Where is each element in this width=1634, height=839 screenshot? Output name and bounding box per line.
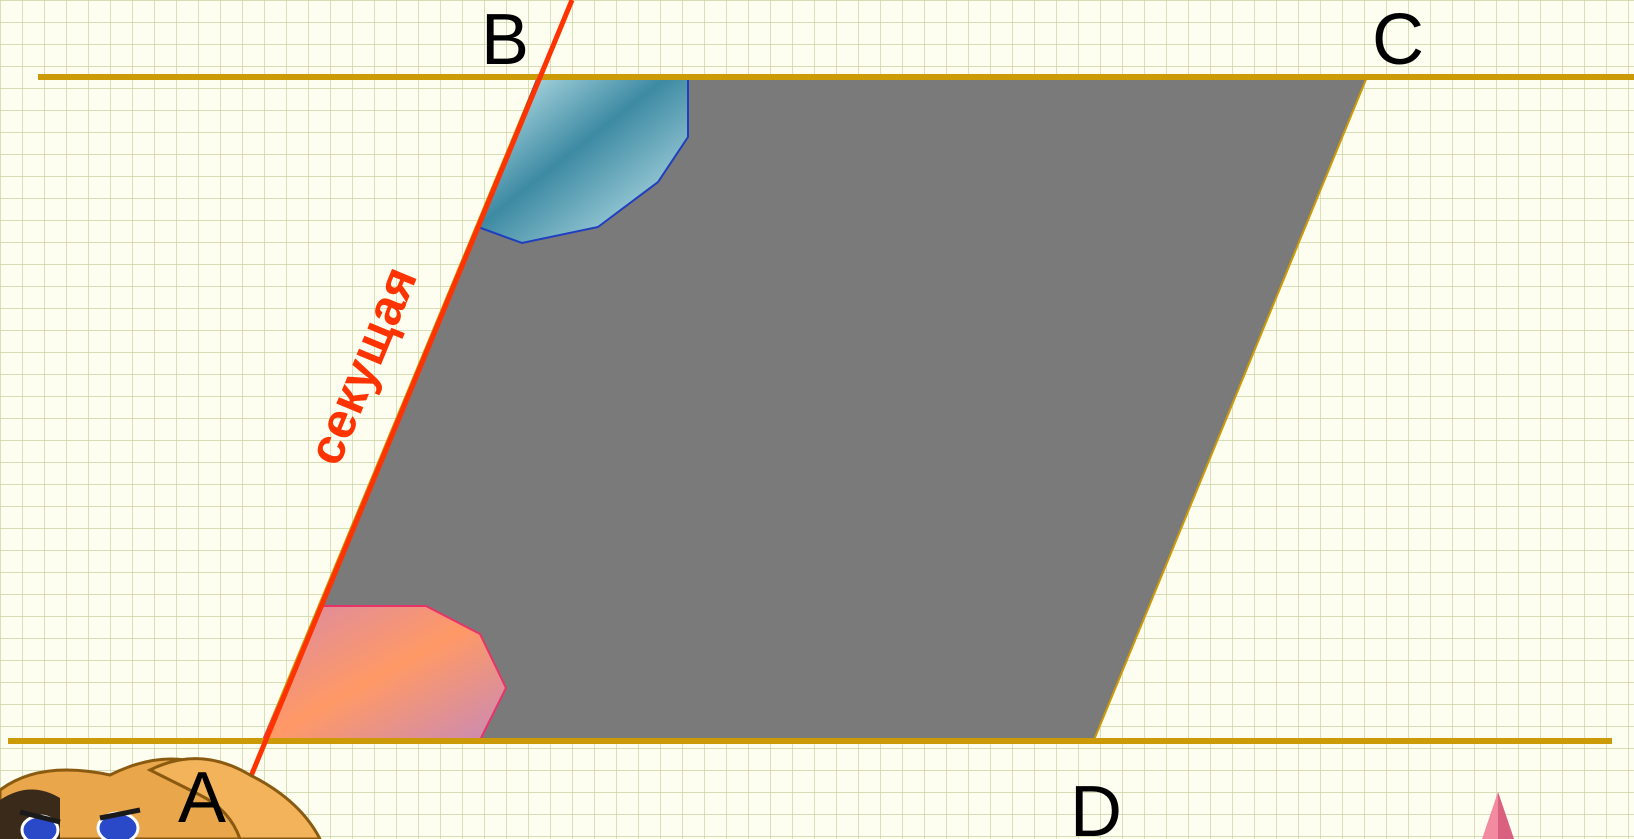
vertex-label-a: A [178,758,226,838]
vertex-label-d: D [1070,772,1122,839]
secant-line [222,0,575,839]
angle-b-marker [476,76,689,245]
cartoon-character-icon [0,757,322,839]
vertex-label-b: B [481,0,529,80]
pink-cone-icon [1482,792,1514,839]
vertex-label-c: C [1372,0,1424,80]
